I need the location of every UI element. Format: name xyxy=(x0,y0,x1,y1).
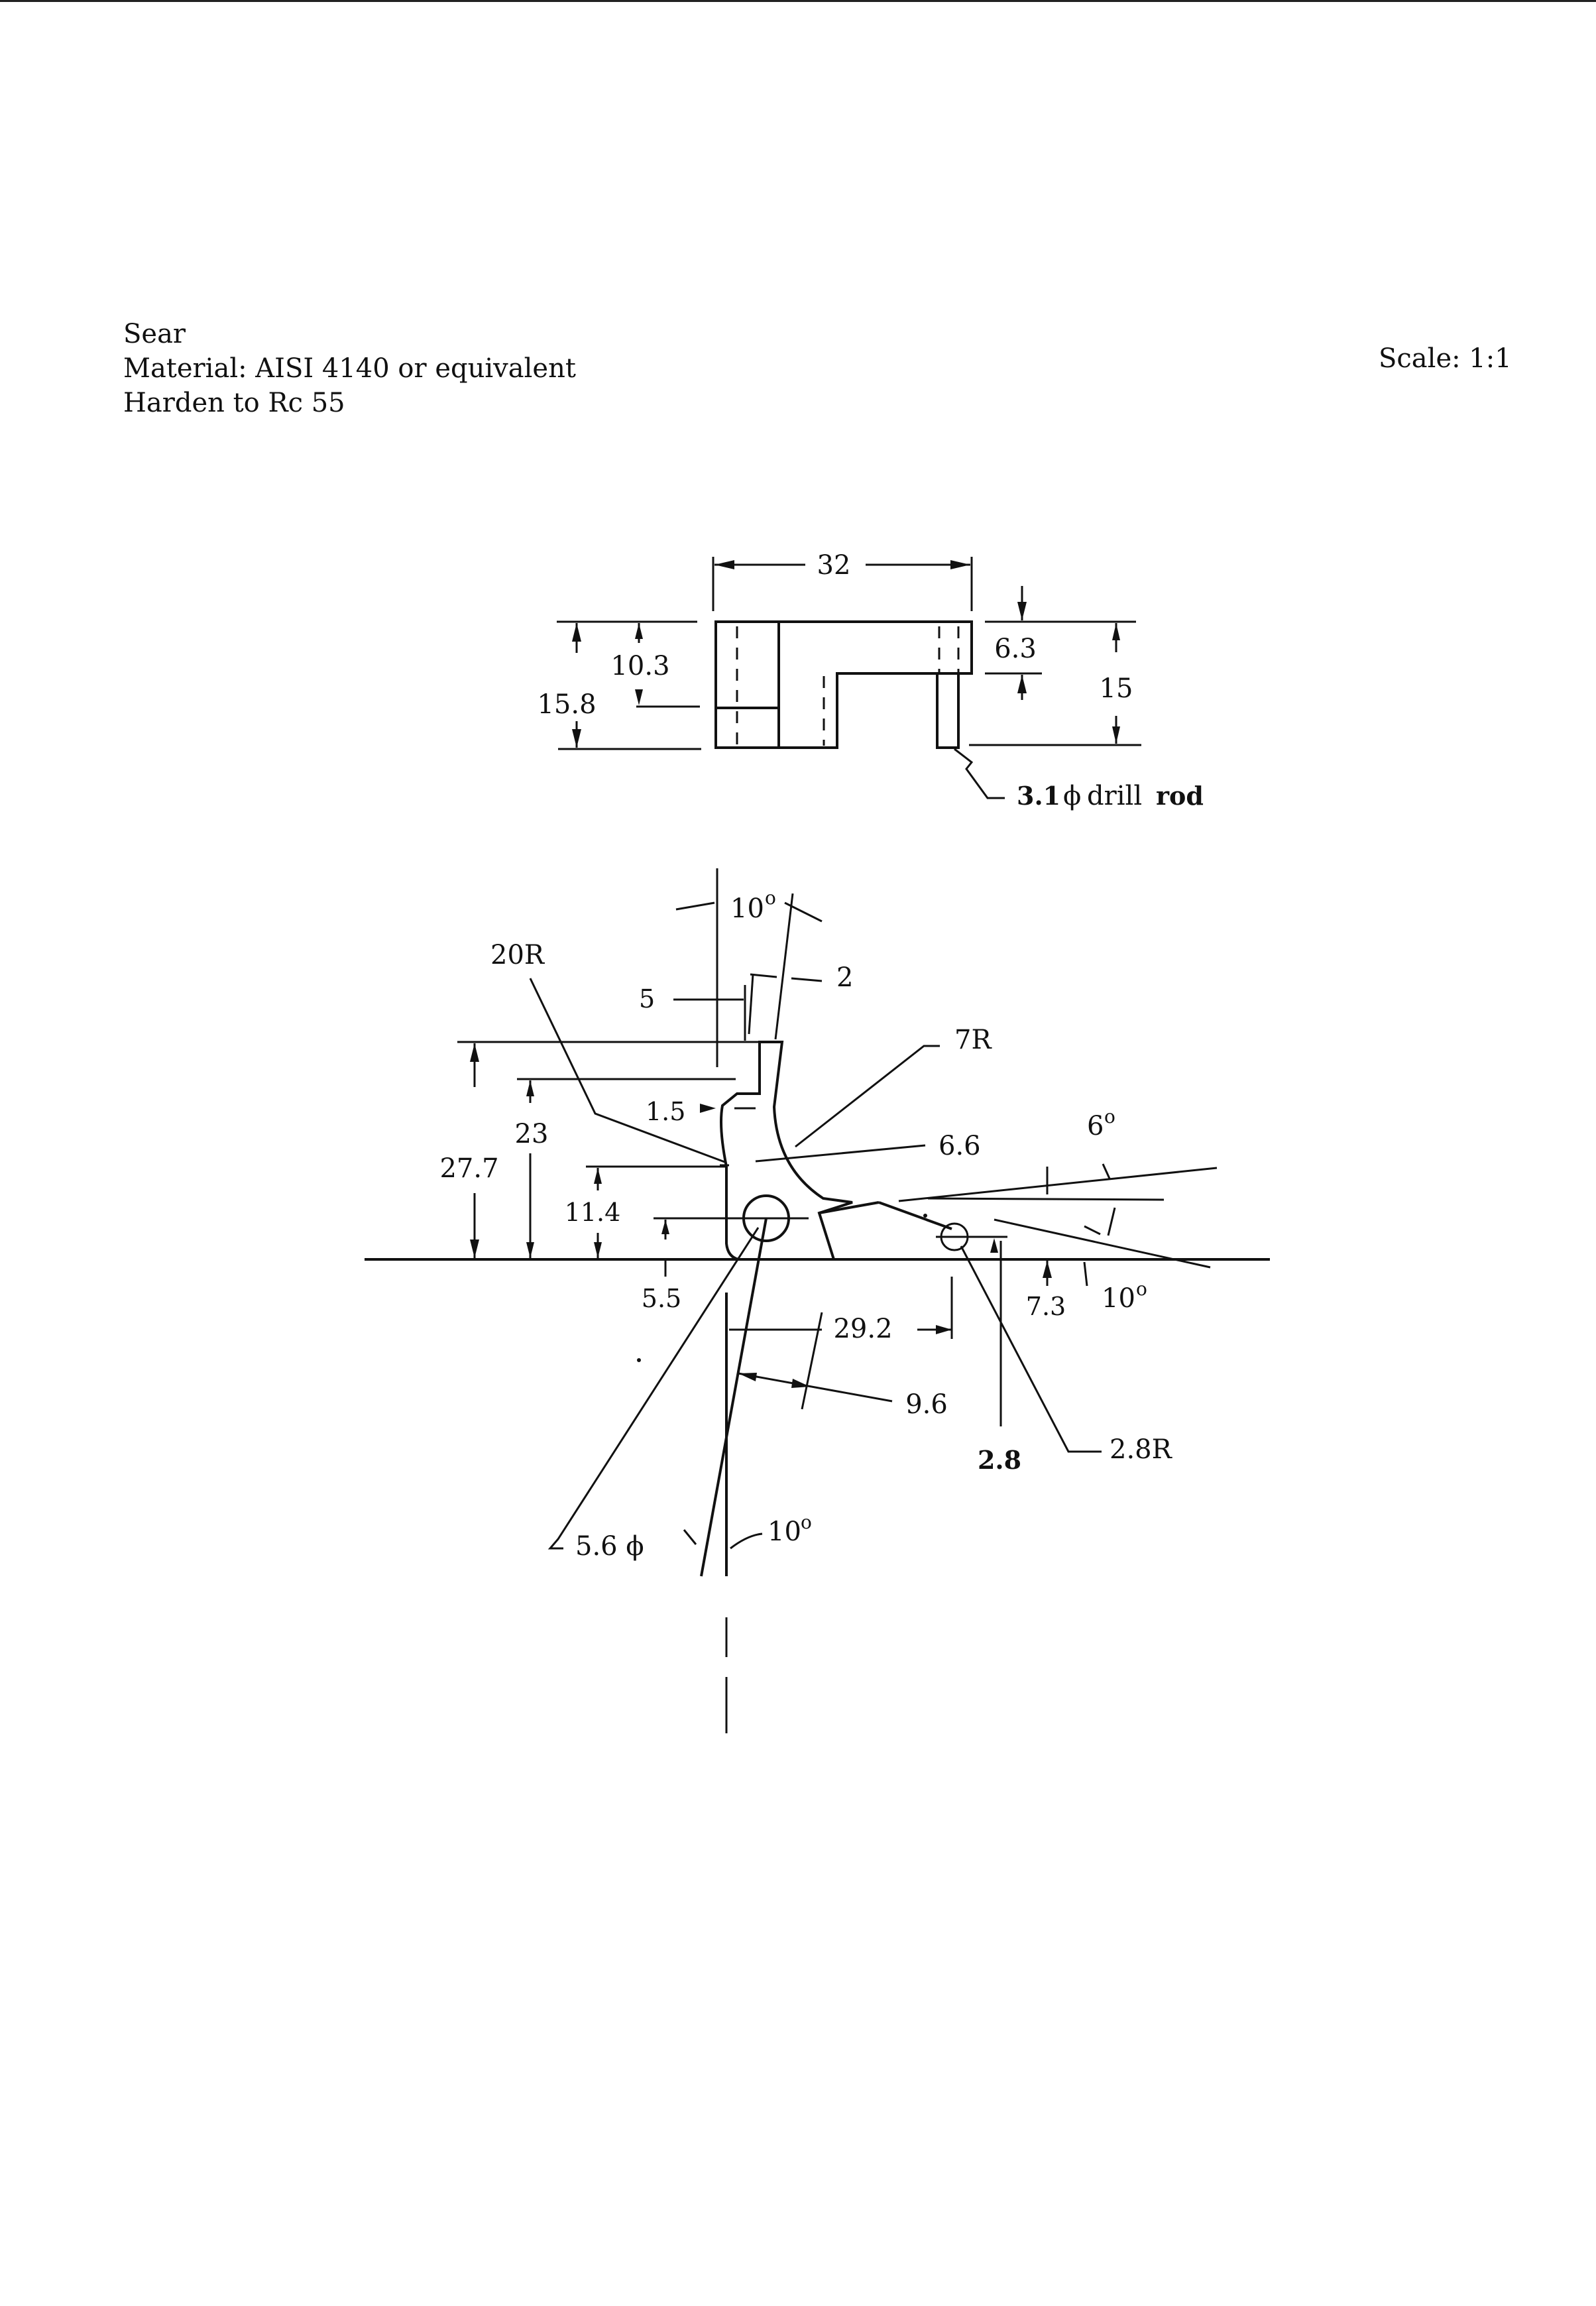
rod-leader xyxy=(954,748,1005,799)
angle-6-arrow-2 xyxy=(1102,1163,1111,1179)
angle-10-right-label: 10 xyxy=(1102,1283,1135,1314)
sear-arm-taper xyxy=(878,1201,952,1230)
dim-9-6-ext-right xyxy=(801,1312,823,1410)
part-name: Sear xyxy=(123,319,186,349)
dim-6-3-arrow-top xyxy=(1017,602,1027,620)
dim-23-label: 23 xyxy=(515,1119,549,1149)
dim-27-7-arrow-top xyxy=(470,1043,479,1062)
angle-10-top-ref-line xyxy=(774,893,794,1040)
drill-rod xyxy=(936,672,960,749)
angle-10-arrow-2 xyxy=(1084,1225,1101,1236)
dim-15-8-label: 15.8 xyxy=(537,689,596,720)
dim-23-arrow-bottom xyxy=(526,1242,534,1258)
angle-10-ref-line xyxy=(994,1218,1211,1269)
angle-6-degree: o xyxy=(1104,1106,1115,1127)
sear-outline xyxy=(720,1041,853,1261)
angle-10-bottom-arrow-right xyxy=(730,1532,763,1550)
dim-9-6-line xyxy=(738,1372,893,1403)
radius-7-leader xyxy=(795,1045,940,1148)
rod-note-size: 3.1 xyxy=(1017,781,1060,811)
dim-10-3-label: 10.3 xyxy=(610,651,669,681)
radius-7-label: 7R xyxy=(954,1025,992,1055)
angle-10-bottom-degree: o xyxy=(801,1511,812,1533)
dim-2-line-right xyxy=(791,977,823,982)
angle-6-ref-line xyxy=(898,1167,1218,1202)
dim-5-5-arrow-top xyxy=(661,1220,669,1234)
dim-2-8-label: 2.8 xyxy=(978,1445,1021,1475)
side-view: 10 o 20R 5 2 7R 1.5 6.6 6 o xyxy=(365,868,1270,1733)
dim-11-4-arrow-top xyxy=(594,1168,602,1184)
dim-9-6-arrow-left xyxy=(738,1373,757,1381)
dim-29-2-label: 29.2 xyxy=(833,1314,892,1344)
angle-6-base-line xyxy=(927,1197,1165,1201)
dim-1-5-arrow xyxy=(700,1104,716,1113)
hardening-note: Harden to Rc 55 xyxy=(123,388,345,418)
dim-15-arrow-bottom xyxy=(1112,726,1120,744)
radius-2-8-label: 2.8R xyxy=(1110,1434,1173,1465)
dim-15-8-arrow-bottom xyxy=(572,729,581,748)
dim-1-5-label: 1.5 xyxy=(646,1097,685,1126)
dim-27-7-label: 27.7 xyxy=(439,1153,498,1184)
inclined-centerline xyxy=(700,1218,768,1577)
dim-6-3-arrow-bottom xyxy=(1017,675,1027,693)
dim-5-label: 5 xyxy=(639,984,655,1013)
dim-7-3-arrow-top xyxy=(990,1238,998,1253)
dim-6-3-label: 6.3 xyxy=(994,634,1037,664)
dim-15-label: 15 xyxy=(1100,673,1133,704)
dim-7-3-label: 7.3 xyxy=(1026,1292,1066,1321)
dim-5-5-label: 5.5 xyxy=(642,1284,681,1313)
material-note: Material: AISI 4140 or equivalent xyxy=(123,353,576,384)
dim-10-3-arrow-bottom xyxy=(635,689,643,705)
dim-11-4-arrow-bottom xyxy=(594,1242,602,1258)
rod-note-symbol: ϕ xyxy=(1063,781,1081,811)
dim-2-label: 2 xyxy=(836,962,853,993)
speck-2 xyxy=(923,1214,927,1218)
angle-10-bottom-arrow-left xyxy=(683,1529,697,1545)
angle-10-bottom-label: 10 xyxy=(768,1517,801,1547)
radius-20-leader xyxy=(529,978,727,1164)
radius-2-8-leader xyxy=(960,1245,1102,1453)
angle-10-right-arrow-low xyxy=(1083,1261,1088,1287)
page-top-rule xyxy=(0,0,1596,2)
angle-10-top-label: 10 xyxy=(730,894,764,924)
title-block: Sear Material: AISI 4140 or equivalent H… xyxy=(123,317,576,420)
dim-15-8-arrow-top xyxy=(572,623,581,642)
dim-10-3-arrow-top xyxy=(635,623,643,639)
speck-1 xyxy=(637,1358,641,1362)
dim-2-ext xyxy=(748,974,754,1035)
dim-9-6-arrow-right xyxy=(791,1379,810,1388)
top-view-outline xyxy=(714,620,973,749)
hole-5-6-label: 5.6 ϕ xyxy=(575,1531,644,1562)
rod-note-rod: rod xyxy=(1156,781,1204,811)
top-view: 32 10.3 15.8 6.3 xyxy=(537,550,1203,811)
dim-6-6-leader xyxy=(755,1144,926,1163)
dim-27-7-arrow-bottom xyxy=(470,1239,479,1258)
angle-10-right-degree: o xyxy=(1136,1278,1147,1300)
dim-32-arrow-left xyxy=(714,560,734,569)
angle-10-top-arrow-right xyxy=(784,901,823,923)
dim-9-6-label: 9.6 xyxy=(905,1389,948,1420)
radius-20-label: 20R xyxy=(490,940,545,970)
dim-15-arrow-top xyxy=(1112,623,1120,640)
dim-6-6-label: 6.6 xyxy=(939,1131,981,1161)
rod-note-drill: drill xyxy=(1087,781,1142,811)
sear-arm-top xyxy=(819,1201,880,1214)
dim-32-label: 32 xyxy=(817,550,851,581)
angle-10-top-degree: o xyxy=(765,887,776,909)
dim-2-line-left xyxy=(750,973,777,978)
dim-23-arrow-top xyxy=(526,1080,534,1096)
angle-10-arrow-1 xyxy=(1107,1207,1116,1236)
dim-29-2-arrow-right xyxy=(936,1325,952,1334)
dim-11-4-label: 11.4 xyxy=(565,1198,621,1227)
angle-6-label: 6 xyxy=(1087,1111,1104,1141)
hole-5-6-leader xyxy=(547,1227,760,1550)
angle-10-top-arrow-left xyxy=(675,901,715,911)
scale-label: Scale: 1:1 xyxy=(1379,343,1512,374)
dim-7-3-arrow xyxy=(1043,1261,1052,1278)
dim-32-arrow-right xyxy=(950,560,970,569)
